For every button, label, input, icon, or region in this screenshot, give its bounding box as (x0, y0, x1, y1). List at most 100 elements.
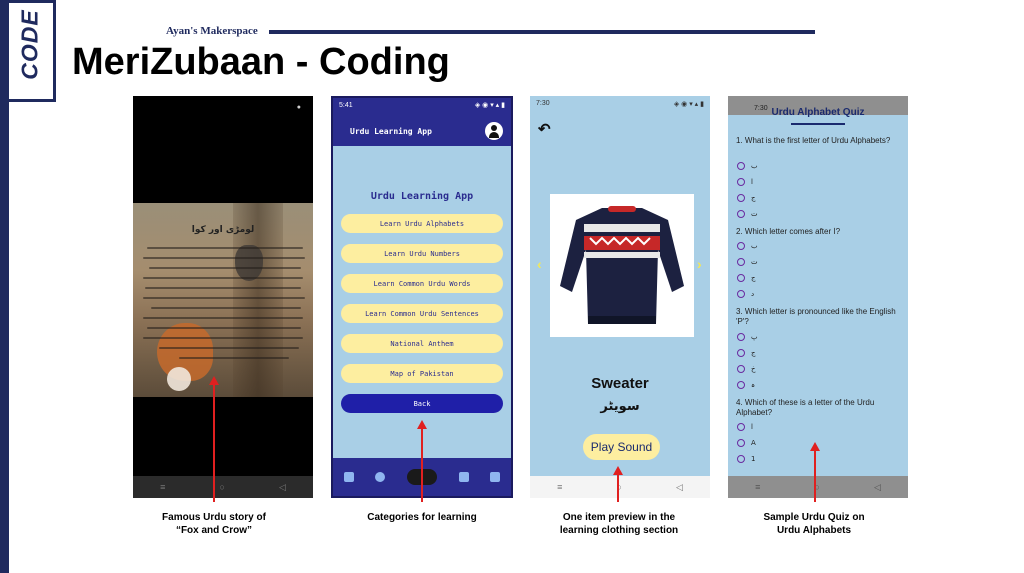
radio-button[interactable] (737, 242, 745, 250)
android-nav-bar: ≡ ○ ◁ (530, 476, 710, 498)
radio-button[interactable] (737, 178, 745, 186)
chat-icon[interactable] (375, 472, 386, 482)
left-accent-bar (0, 0, 9, 573)
radio-button[interactable] (737, 258, 745, 266)
quiz-question: 3. Which letter is pronounced like the E… (736, 307, 896, 326)
caption-categories: Categories for learning (367, 512, 477, 523)
story-text-line (143, 277, 303, 279)
map-of-pakistan-button[interactable]: Map of Pakistan (341, 364, 503, 383)
radio-button[interactable] (737, 333, 745, 341)
back-arrow-icon[interactable]: ↶ (538, 121, 551, 138)
status-time: 5:41 (339, 101, 353, 109)
next-item-icon[interactable]: › (697, 256, 702, 272)
brand-name: Ayan's Makerspace (166, 25, 258, 37)
code-label: CODE (16, 8, 43, 80)
profile-avatar-icon[interactable] (485, 122, 503, 140)
quiz-title: Urdu Alphabet Quiz (771, 107, 865, 118)
radio-button[interactable] (737, 290, 745, 298)
quiz-option[interactable]: ج (737, 349, 756, 357)
story-text-line (151, 307, 301, 309)
caption-story: Famous Urdu story of “Fox and Crow” (162, 512, 266, 536)
status-bar: 5:41 ◈ ◉ ▾ ▴ ▮ (333, 98, 511, 112)
story-text-line (143, 317, 303, 319)
quiz-option[interactable]: د (737, 290, 754, 298)
back-icon[interactable]: ◁ (676, 481, 683, 492)
annotation-arrowhead (810, 442, 820, 451)
slide-title: MeriZubaan - Coding (72, 41, 450, 83)
learn-alphabets-button[interactable]: Learn Urdu Alphabets (341, 214, 503, 233)
status-bar (728, 96, 908, 115)
radio-button[interactable] (737, 194, 745, 202)
radio-button[interactable] (737, 381, 745, 389)
learn-numbers-button[interactable]: Learn Urdu Numbers (341, 244, 503, 263)
code-tab (9, 0, 56, 102)
play-sound-button[interactable]: Play Sound (583, 434, 660, 460)
quiz-icon[interactable] (490, 472, 501, 482)
quiz-screenshot: 7:30 Urdu Alphabet Quiz 1. What is the f… (728, 96, 908, 498)
quiz-question: 4. Which of these is a letter of the Urd… (736, 398, 875, 417)
item-name: Sweater (591, 375, 649, 392)
radio-button[interactable] (737, 349, 745, 357)
quiz-option[interactable]: 1 (737, 455, 755, 463)
quiz-option[interactable]: ہ (737, 381, 755, 389)
camera-dot-icon: ● (296, 104, 301, 111)
home-icon[interactable]: ○ (219, 482, 225, 492)
quiz-option[interactable]: ب (737, 162, 758, 170)
caption-quiz: Sample Urdu Quiz on Urdu Alphabets (763, 512, 865, 536)
title-underline (791, 123, 845, 125)
story-text-line (149, 267, 301, 269)
annotation-arrow (421, 427, 423, 502)
recent-apps-icon[interactable]: ≡ (755, 482, 761, 492)
status-icons: ◈ ◉ ▾ ▴ ▮ (673, 100, 704, 108)
radio-button[interactable] (737, 423, 745, 431)
categories-screenshot: 5:41 ◈ ◉ ▾ ▴ ▮ Urdu Learning App Urdu Le… (331, 96, 513, 498)
book-icon[interactable] (343, 472, 354, 482)
quiz-option[interactable]: ت (737, 210, 758, 218)
learn-sentences-button[interactable]: Learn Common Urdu Sentences (341, 304, 503, 323)
recent-apps-icon[interactable]: ≡ (160, 482, 166, 492)
android-nav-bar: ≡ ○ ◁ (133, 476, 313, 498)
annotation-arrow (814, 449, 816, 502)
radio-button[interactable] (737, 162, 745, 170)
fox-and-crow-illustration: لومڑی اور کوا (133, 203, 313, 397)
radio-button[interactable] (737, 455, 745, 463)
back-icon[interactable]: ◁ (279, 481, 286, 492)
story-text-line (145, 287, 301, 289)
recent-apps-icon[interactable]: ≡ (557, 482, 563, 492)
radio-button[interactable] (737, 210, 745, 218)
quiz-option[interactable]: ج (737, 194, 756, 202)
national-anthem-button[interactable]: National Anthem (341, 334, 503, 353)
story-text-line (147, 327, 301, 329)
status-bar: 7:30 ◈ ◉ ▾ ▴ ▮ (530, 96, 710, 111)
radio-button[interactable] (737, 365, 745, 373)
quiz-option[interactable]: ا (737, 178, 753, 186)
annotation-arrowhead (417, 420, 427, 429)
story-text-line (143, 297, 305, 299)
home-icon[interactable]: ○ (814, 482, 820, 492)
story-text-line (179, 357, 289, 359)
radio-button[interactable] (737, 274, 745, 282)
status-time: 7:30 (536, 100, 550, 107)
learn-words-button[interactable]: Learn Common Urdu Words (341, 274, 503, 293)
quiz-option[interactable]: ج (737, 274, 756, 282)
quiz-option[interactable]: خ (737, 365, 756, 373)
home-icon[interactable]: ○ (616, 482, 622, 492)
quiz-option[interactable]: A (737, 439, 756, 447)
page-title: Urdu Learning App (370, 191, 474, 202)
back-icon[interactable]: ◁ (874, 481, 881, 492)
quiz-option[interactable]: ت (737, 258, 758, 266)
radio-button[interactable] (737, 439, 745, 447)
status-time: 7:30 (754, 105, 768, 112)
edit-icon[interactable] (458, 472, 469, 482)
previous-item-icon[interactable]: ‹ (537, 256, 542, 272)
annotation-arrow (213, 383, 215, 502)
android-nav-bar: ≡ ○ ◁ (728, 476, 908, 498)
brand-divider (269, 30, 815, 34)
quiz-option[interactable]: پ (737, 333, 758, 341)
quiz-option[interactable]: ب (737, 242, 758, 250)
crow-figure (235, 245, 263, 281)
quiz-option[interactable]: ا (737, 423, 753, 431)
back-button[interactable]: Back (341, 394, 503, 413)
caption-clothing: One item preview in the learning clothin… (559, 512, 679, 536)
status-icons: ◈ ◉ ▾ ▴ ▮ (474, 102, 505, 109)
